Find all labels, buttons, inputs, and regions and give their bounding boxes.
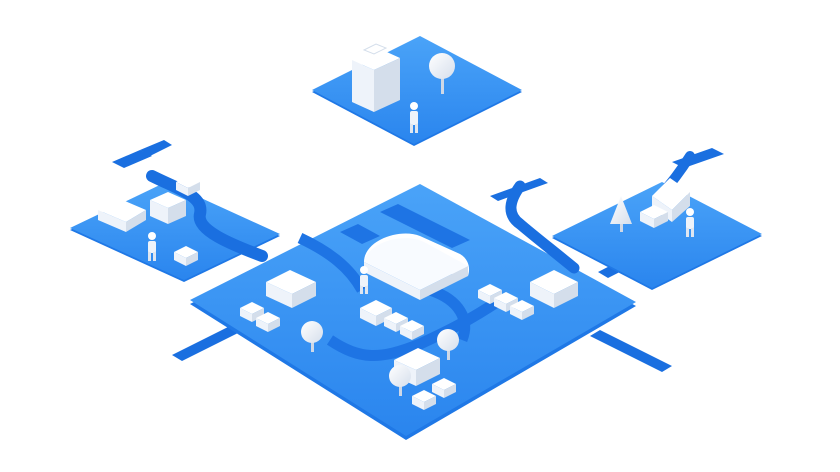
building-icon [150, 192, 186, 224]
building-icon [530, 270, 578, 308]
tree-icon [437, 329, 459, 360]
truck-icon [412, 390, 436, 410]
building-icon [352, 43, 400, 112]
truck-icon [400, 320, 424, 340]
tree-icon [389, 365, 411, 396]
truck-icon [640, 205, 668, 228]
person-icon [360, 266, 368, 294]
right-platform [552, 151, 762, 290]
warehouse-icon [364, 233, 470, 300]
truck-icon [174, 246, 198, 266]
truck-icon [256, 312, 280, 332]
truck-icon [240, 302, 264, 322]
top-platform [312, 36, 522, 146]
tree-icon [610, 196, 632, 232]
person-icon [410, 102, 418, 133]
house-icon [98, 198, 146, 232]
truck-icon [360, 300, 392, 326]
road-icon [112, 150, 152, 168]
tree-icon [429, 53, 455, 94]
road-icon [590, 330, 672, 372]
road-icon [340, 204, 470, 248]
person-icon [148, 232, 156, 261]
left-platform [70, 170, 280, 282]
truck-icon [432, 378, 456, 398]
truck-icon [510, 300, 534, 320]
center-platform [190, 180, 636, 440]
building-icon [266, 270, 316, 308]
road-icon [140, 140, 172, 156]
tree-icon [301, 321, 323, 352]
person-icon [686, 208, 694, 237]
truck-icon [176, 176, 200, 196]
